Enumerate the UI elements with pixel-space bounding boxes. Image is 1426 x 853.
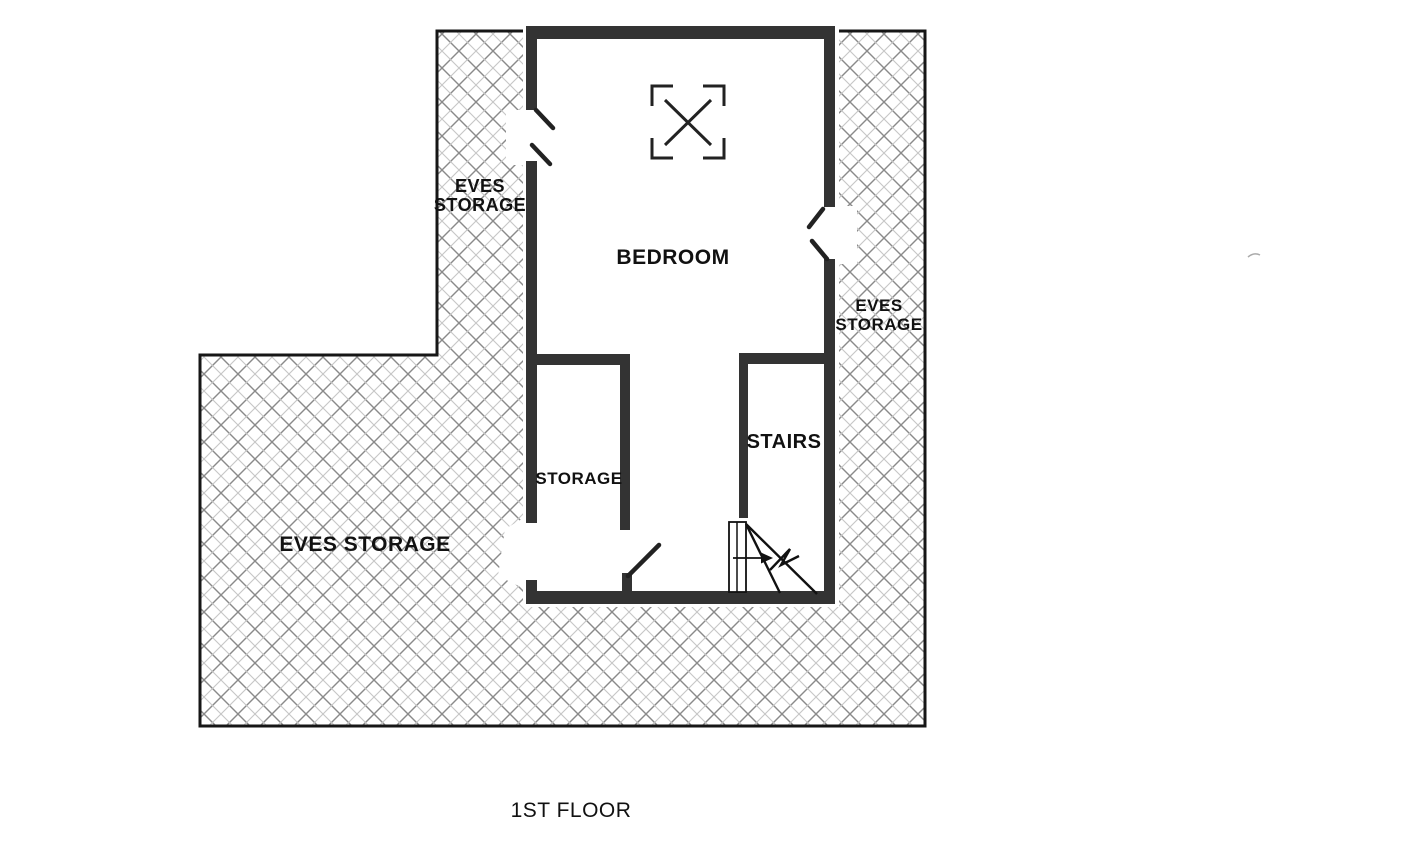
eves-storage-main-label: EVES STORAGE: [279, 533, 450, 556]
corner-bracket-icon: [703, 138, 726, 160]
eves-storage-upper-left-label-line2: STORAGE: [434, 195, 526, 215]
storage-wall-right: [620, 354, 630, 530]
wall-left-middle: [526, 161, 537, 523]
storage-label: STORAGE: [535, 469, 622, 488]
wall-left-upper: [526, 26, 537, 110]
corner-bracket-icon: [650, 84, 673, 106]
wall-right-lower: [824, 259, 835, 604]
stair-break-line: [769, 548, 800, 571]
eves-storage-upper-left-label-line1: EVES: [455, 176, 505, 196]
labels: EVES STORAGE BEDROOM EVES STORAGE STORAG…: [279, 176, 922, 822]
scan-smudge: [1247, 253, 1261, 258]
bedroom-label: BEDROOM: [616, 246, 729, 269]
lower-left-door-clearing: [498, 516, 527, 590]
cross-diagonal-icon: [663, 98, 713, 147]
wall-right-upper: [824, 26, 835, 207]
eves-storage-right-label-line1: EVES: [855, 296, 902, 315]
upper-left-door-swing-mark: [529, 142, 553, 167]
stairs-label: STAIRS: [747, 431, 822, 453]
eves-storage-right-label-line2: STORAGE: [835, 315, 922, 334]
right-door-clearing: [833, 206, 857, 264]
corner-bracket-icon: [703, 84, 726, 106]
storage-door-leaf: [625, 542, 662, 579]
door-marks: [529, 107, 830, 579]
stair-arrow-head-icon: [761, 552, 773, 564]
storage-wall-top: [531, 354, 630, 365]
stairs-wall-left: [739, 353, 748, 518]
wall-top: [526, 26, 835, 39]
wall-bottom: [526, 591, 835, 604]
storage-door-jamb: [622, 573, 632, 593]
room-block-interior: [523, 23, 839, 607]
right-door-swing-mark: [806, 206, 826, 230]
ceiling-access-symbol: [650, 84, 726, 160]
corner-bracket-icon: [650, 138, 673, 160]
upper-left-door-clearing: [506, 110, 527, 165]
upper-left-door-swing-mark: [533, 107, 556, 131]
walls: [526, 26, 835, 604]
stair-direction-symbol: [728, 521, 818, 595]
stairs-wall-top: [739, 353, 824, 364]
floor-title: 1ST FLOOR: [511, 799, 632, 822]
right-door-swing-mark: [809, 238, 830, 262]
